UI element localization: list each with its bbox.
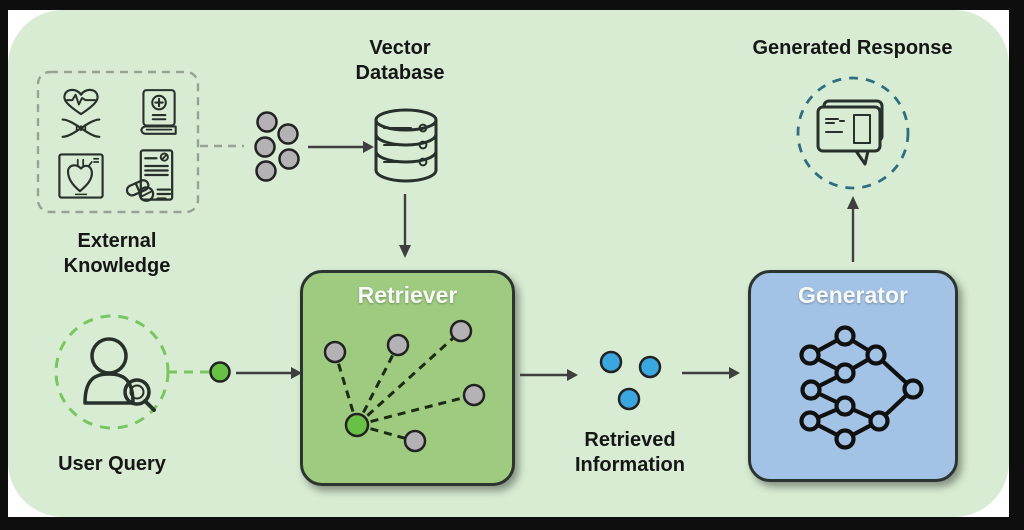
database-icon xyxy=(374,108,438,183)
query-dot xyxy=(209,361,231,383)
arrow-query-to-retriever xyxy=(236,367,302,379)
dashed-connector xyxy=(200,144,244,148)
generator-box: Generator xyxy=(748,270,958,482)
retriever-box: Retriever xyxy=(300,270,515,486)
neural-network-icon xyxy=(799,325,924,450)
blue-dots-icon xyxy=(599,350,662,411)
chat-bubbles-icon xyxy=(796,76,910,190)
arrow-to-response xyxy=(847,196,859,262)
generator-title: Generator xyxy=(798,282,908,308)
heart-pulse-dna-icon xyxy=(61,88,101,138)
medical-book-icon xyxy=(140,89,177,135)
arrow-retriever-out xyxy=(520,369,578,381)
external-knowledge-label: External Knowledge xyxy=(63,230,171,277)
gray-dots-icon xyxy=(254,111,300,182)
dashed-box-border xyxy=(36,70,200,214)
heart-scan-icon xyxy=(58,153,104,199)
external-knowledge-group xyxy=(36,70,200,214)
query-dashed-connector xyxy=(168,370,210,374)
user-query-label: User Query xyxy=(58,453,166,475)
generated-response-label: Generated Response xyxy=(752,37,953,59)
scatter-plot-icon xyxy=(323,319,486,453)
prescription-pills-icon xyxy=(125,149,174,202)
retriever-title: Retriever xyxy=(357,282,458,308)
arrow-to-database xyxy=(308,141,374,153)
user-search-icon xyxy=(54,314,170,430)
vector-database-label: Vector Database xyxy=(355,37,445,84)
arrow-to-retriever-top xyxy=(399,194,411,258)
retrieved-information-label: Retrieved Information xyxy=(575,429,685,476)
arrow-to-generator xyxy=(682,367,740,379)
